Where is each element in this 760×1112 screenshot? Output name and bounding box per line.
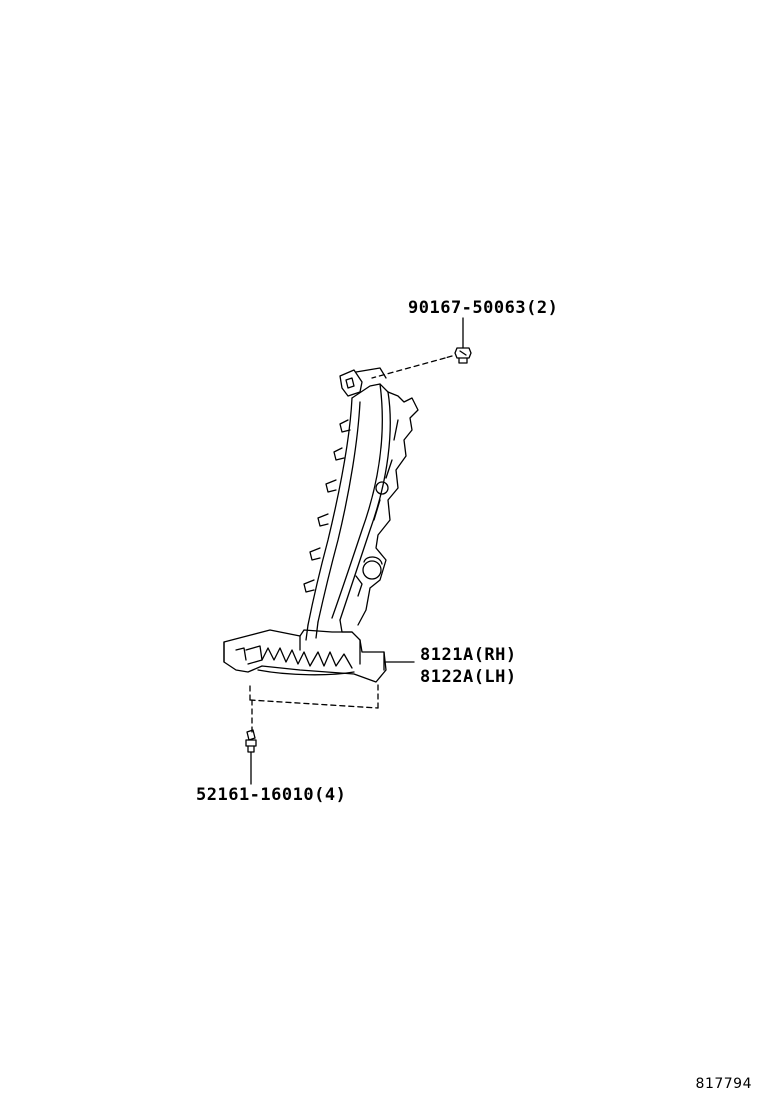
clip-part-label: 52161-16010(4) — [196, 785, 346, 805]
lamp-rh-side: (RH) — [473, 645, 517, 665]
screw-part-number: 90167-50063 — [408, 298, 527, 318]
lamp-rh-part-number: 8121A — [420, 645, 474, 665]
lamp-lh-part-number: 8122A — [420, 667, 474, 687]
daytime-running-lamp-assembly — [223, 367, 419, 683]
clip-icon — [245, 729, 257, 785]
screw-part-label: 90167-50063(2) — [408, 298, 558, 318]
lamp-lh-part-label: 8122A(LH) — [420, 667, 517, 687]
diagram-reference-number: 817794 — [695, 1076, 752, 1092]
clip-part-qty: (4) — [314, 785, 347, 805]
clip-part-number: 52161-16010 — [196, 785, 315, 805]
clip-mount-dashed-outline — [249, 681, 379, 733]
lamp-rh-part-label: 8121A(RH) — [420, 645, 517, 665]
lamp-lh-side: (LH) — [473, 667, 517, 687]
screw-icon — [371, 317, 472, 379]
screw-part-qty: (2) — [526, 298, 559, 318]
